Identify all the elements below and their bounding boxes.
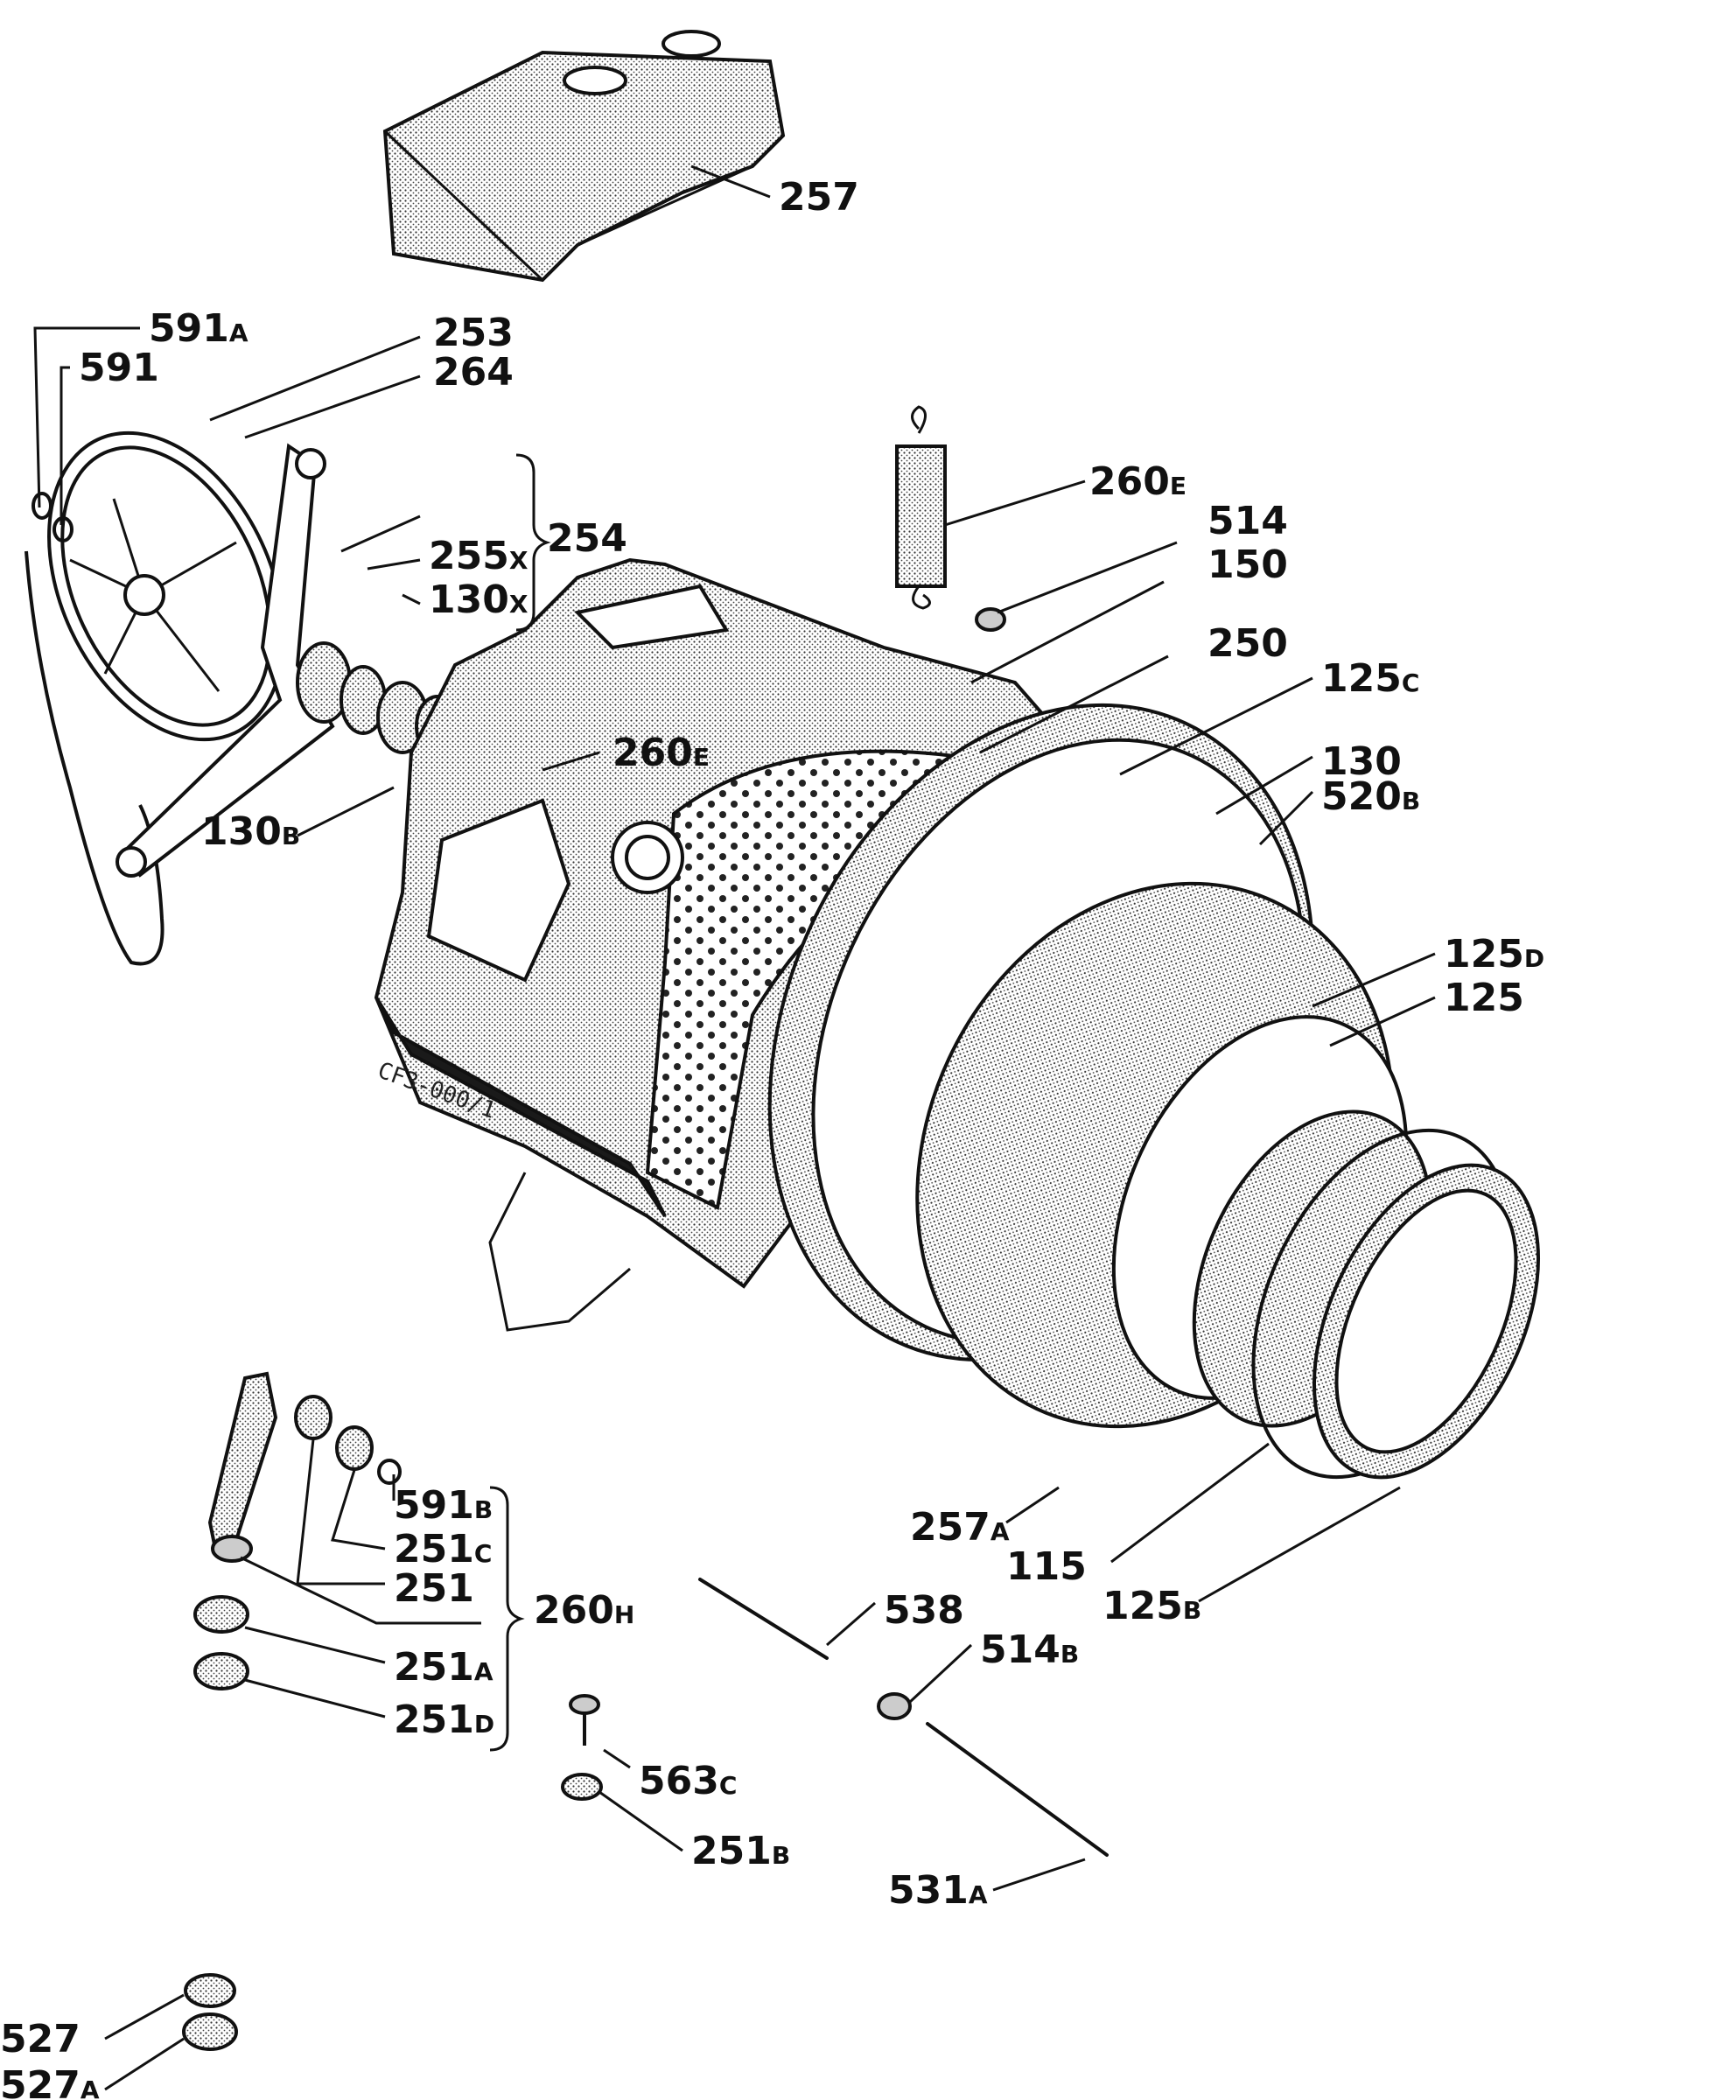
circlip-591-part xyxy=(32,492,74,542)
foot-527a-part xyxy=(182,2012,238,2051)
part-labels: 257 591A 591 253 264 254 255X 130X 130B … xyxy=(0,175,1544,2100)
label-125c: 125C xyxy=(1321,656,1419,701)
label-251: 251 xyxy=(394,1566,474,1611)
label-251a: 251A xyxy=(394,1645,494,1690)
label-527: 527 xyxy=(0,2017,80,2062)
tub-front-rings-part xyxy=(767,703,1541,1480)
label-251b: 251B xyxy=(691,1829,790,1873)
label-527a: 527A xyxy=(0,2063,100,2100)
label-520b: 520B xyxy=(1321,774,1420,819)
label-538: 538 xyxy=(884,1588,964,1633)
label-250: 250 xyxy=(1208,621,1288,666)
label-514: 514 xyxy=(1208,499,1288,543)
label-260e-lower: 260E xyxy=(612,731,710,775)
plug-514-part xyxy=(975,607,1006,632)
label-260e-upper: 260E xyxy=(1089,459,1186,504)
label-125b: 125B xyxy=(1102,1584,1201,1628)
screw-563c-part xyxy=(569,1694,600,1746)
rod-538-part xyxy=(698,1578,829,1660)
nut-514b-part xyxy=(877,1692,912,1720)
group-brackets xyxy=(489,453,551,1752)
leader-lines xyxy=(33,164,1436,2091)
counterweight-top-part xyxy=(382,30,786,283)
label-115: 115 xyxy=(1006,1544,1087,1589)
label-591b: 591B xyxy=(394,1483,493,1528)
label-130b: 130B xyxy=(201,809,300,854)
spring-260e-upper-part xyxy=(895,405,947,610)
label-260h: 260H xyxy=(534,1588,634,1633)
shock-absorber-260h-part xyxy=(193,1371,402,1690)
label-125d: 125D xyxy=(1444,932,1544,976)
label-251d: 251D xyxy=(394,1698,494,1742)
washer-251b-part xyxy=(561,1773,603,1801)
bolt-531a-part xyxy=(926,1722,1109,1857)
label-264: 264 xyxy=(433,350,514,395)
label-591: 591 xyxy=(79,346,159,390)
label-150: 150 xyxy=(1208,542,1288,587)
label-130x: 130X xyxy=(429,578,528,622)
label-130: 130 xyxy=(1321,739,1402,784)
label-255x: 255X xyxy=(429,534,528,578)
label-253: 253 xyxy=(433,311,514,355)
label-531a: 531A xyxy=(888,1868,988,1913)
label-591a: 591A xyxy=(149,306,248,351)
label-257: 257 xyxy=(779,175,859,220)
label-125: 125 xyxy=(1444,976,1524,1020)
label-563c: 563C xyxy=(639,1759,737,1803)
label-254: 254 xyxy=(547,516,627,561)
label-251c: 251C xyxy=(394,1527,492,1572)
foot-527-part xyxy=(184,1973,236,2008)
label-257a: 257A xyxy=(910,1505,1010,1550)
tub-drum-part xyxy=(374,557,1079,1332)
label-514b: 514B xyxy=(980,1628,1079,1672)
